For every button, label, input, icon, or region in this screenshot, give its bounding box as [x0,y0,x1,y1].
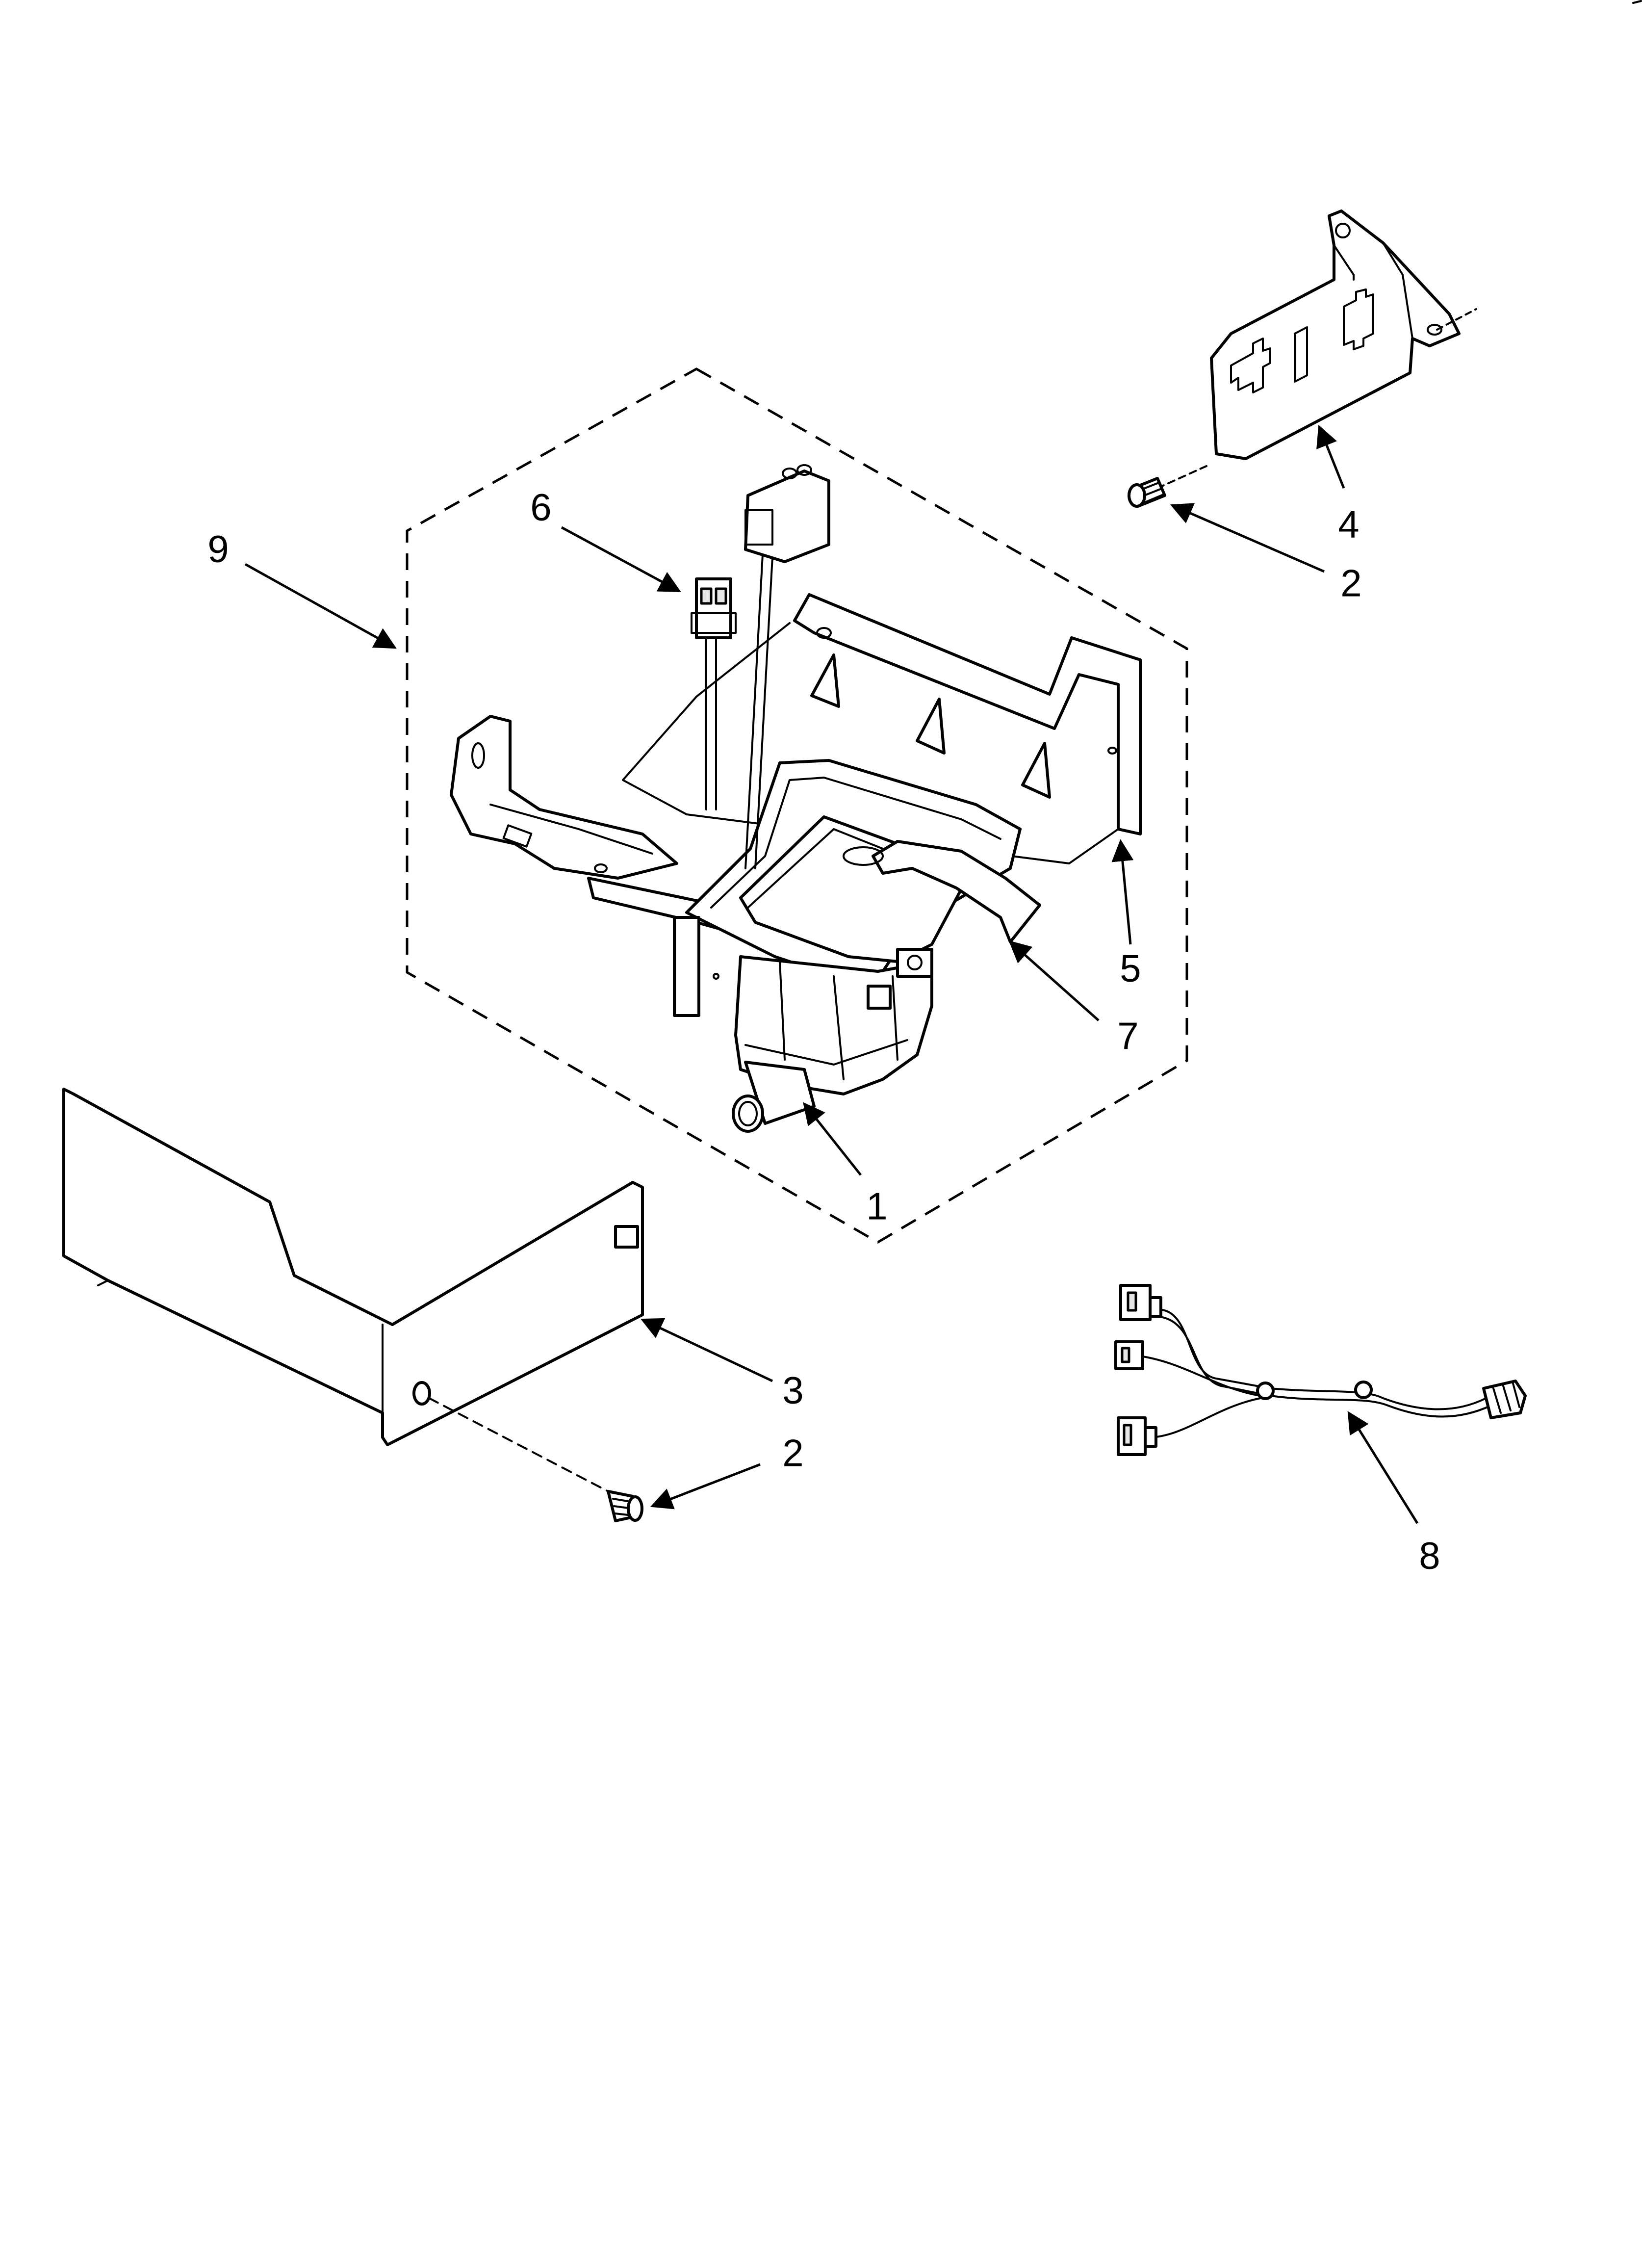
leader-9 [244,563,397,649]
cover-panel [62,1088,644,1492]
corner-mark [1632,0,1642,4]
assembly-boundary [406,367,1188,1244]
leader-7 [1008,940,1100,1021]
leader-3 [640,1318,773,1382]
bracket-tray [450,593,1142,1017]
leader-8 [1347,1411,1419,1524]
wire-connectors [691,464,830,869]
screw-lower [607,1490,643,1522]
callout-7: 7 [1117,1015,1138,1058]
leader-6 [561,526,681,593]
sensor-board [739,815,1041,978]
callout-6: 6 [530,486,551,529]
leader-5 [1111,839,1134,945]
callout-5: 5 [1120,947,1141,990]
callout-2-upper: 2 [1340,562,1361,605]
leader-1 [803,1102,862,1176]
leader-4 [1316,424,1345,489]
callout-2-lower: 2 [782,1432,803,1475]
callout-4: 4 [1338,503,1359,546]
callout-9: 9 [207,527,229,571]
screw-upper [1128,465,1207,508]
mounting-bracket [1210,209,1477,460]
leader-2-lower [650,1463,761,1510]
pump-motor [732,955,933,1133]
wire-harness [1114,1284,1527,1456]
leader-2-upper [1170,503,1325,573]
callout-3: 3 [782,1369,803,1412]
callout-8: 8 [1419,1534,1440,1577]
callout-1: 1 [866,1185,887,1228]
